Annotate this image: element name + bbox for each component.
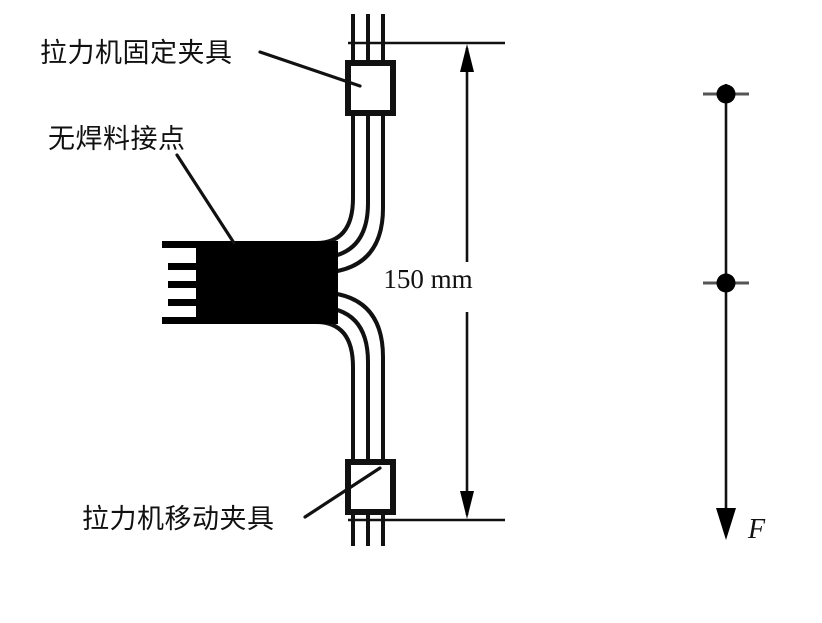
leader-moving-grip — [303, 466, 382, 519]
label-moving-grip: 拉力机移动夹具 — [82, 504, 275, 535]
connector-block — [162, 241, 338, 324]
force-node-lower — [703, 273, 749, 293]
dimension-line — [460, 44, 474, 519]
label-solderless-joint: 无焊料接点 — [48, 124, 186, 155]
upper-clamp — [345, 60, 396, 116]
label-fixed-grip: 拉力机固定夹具 — [40, 38, 233, 69]
leader-solderless-joint — [175, 153, 236, 245]
lower-clamp — [345, 459, 396, 515]
force-label: F — [747, 514, 766, 545]
force-vector — [703, 84, 749, 540]
dimension-label: 150 mm — [383, 264, 472, 294]
leader-lines — [175, 50, 382, 519]
leader-fixed-grip — [258, 50, 362, 88]
force-node-upper — [703, 84, 749, 104]
dimension-extension-lines — [348, 41, 505, 522]
